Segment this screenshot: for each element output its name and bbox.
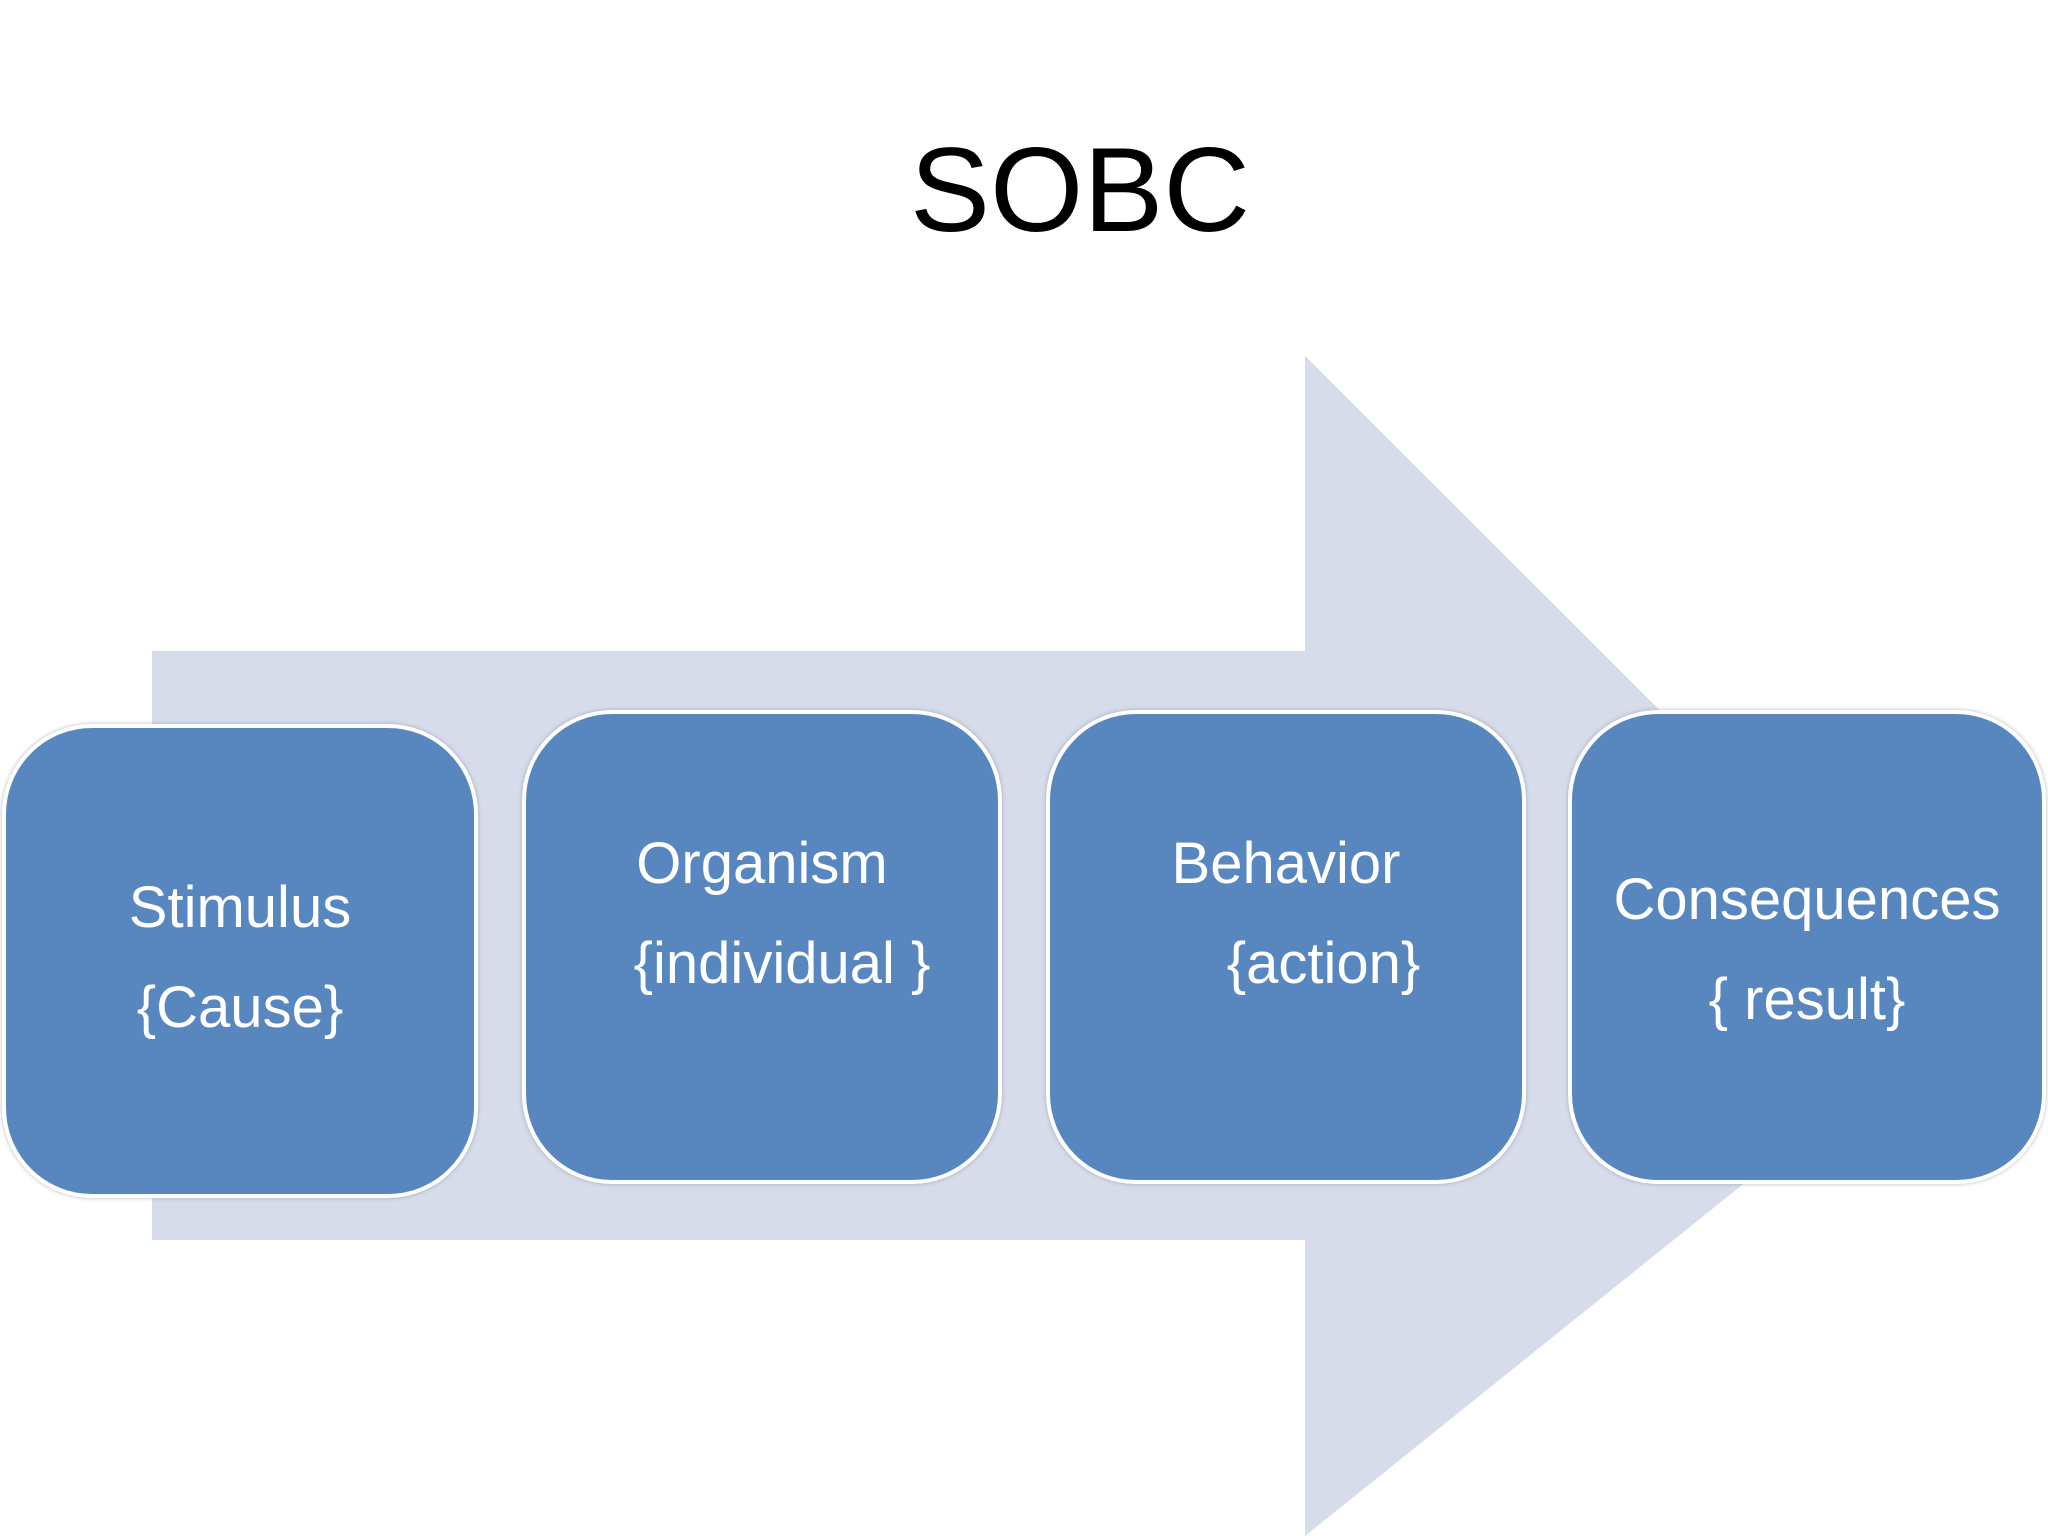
step-sublabel: {Cause} bbox=[136, 975, 344, 1040]
step-label: Stimulus bbox=[128, 875, 352, 940]
step-sublabel: {individual } bbox=[633, 931, 931, 996]
step-box-behavior: Behavior {action} bbox=[1046, 710, 1526, 1184]
step-box-stimulus: Stimulus {Cause} bbox=[2, 724, 478, 1198]
step-sublabel: {action} bbox=[1226, 931, 1421, 996]
slide-title: SOBC bbox=[909, 123, 1251, 257]
step-sublabel: { result} bbox=[1708, 967, 1906, 1032]
step-box-organism: Organism {individual } bbox=[522, 710, 1002, 1184]
step-label: Consequences bbox=[1613, 867, 2001, 932]
step-label: Organism bbox=[636, 831, 888, 896]
step-label: Behavior bbox=[1171, 831, 1401, 896]
step-box-consequences: Consequences { result} bbox=[1568, 710, 2046, 1184]
